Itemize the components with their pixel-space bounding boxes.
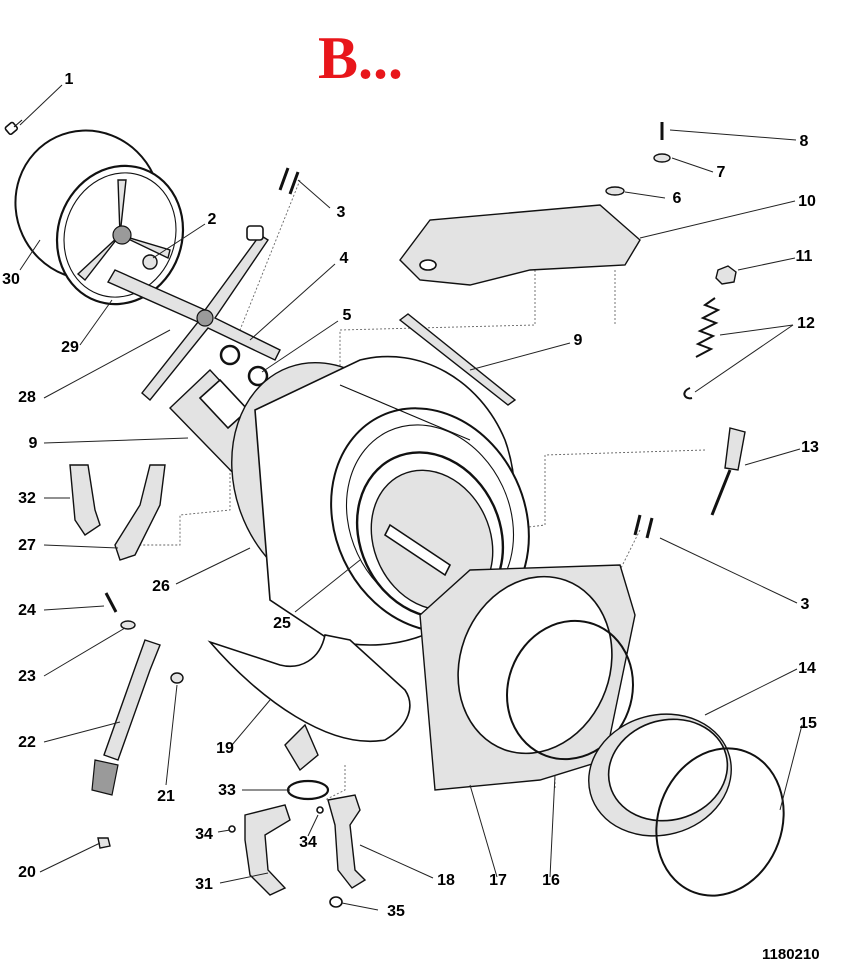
callout-31: 31 (195, 876, 213, 893)
part-15-clamp (655, 747, 785, 897)
part-11-nut (715, 265, 737, 285)
part-31-hose (244, 804, 291, 896)
part-27-hose (114, 464, 166, 561)
callout-14: 14 (798, 660, 816, 677)
callout-16: 16 (542, 872, 560, 889)
callout-20: 20 (18, 864, 36, 881)
callout-3-right: 3 (800, 596, 810, 613)
callout-23: 23 (18, 668, 36, 685)
callout-9-left: 9 (28, 435, 38, 452)
part-29-pulley (55, 164, 185, 306)
callout-25: 25 (273, 615, 291, 632)
part-3-screws-right (633, 514, 654, 539)
part-19-shield (207, 634, 411, 772)
callout-3-top: 3 (336, 204, 346, 221)
part-10-counterweight (399, 204, 641, 286)
callout-29: 29 (61, 339, 79, 356)
callout-8: 8 (799, 133, 809, 150)
part-3-screws-top (278, 167, 300, 195)
callout-12: 12 (797, 315, 815, 332)
callout-26: 26 (152, 578, 170, 595)
part-33-clamp (286, 779, 330, 801)
callout-19: 19 (216, 740, 234, 757)
callout-9-right: 9 (573, 332, 583, 349)
part-2-bush (142, 254, 158, 270)
part-35-ring (329, 896, 343, 908)
callout-6: 6 (672, 190, 682, 207)
callout-5: 5 (342, 307, 352, 324)
drawing-number: 1180210 (762, 946, 820, 963)
callout-35: 35 (387, 903, 405, 920)
part-16-seal-ring (506, 619, 634, 761)
part-1-screw (4, 119, 23, 136)
part-14-bellows (588, 713, 732, 837)
part-9-gasket (398, 313, 517, 406)
callout-34-left: 34 (195, 826, 213, 843)
part-12-spring (683, 297, 721, 400)
part-34-clip-right (316, 806, 324, 814)
part-7-washer (653, 153, 671, 163)
callout-10: 10 (798, 193, 816, 210)
callout-32: 32 (18, 490, 36, 507)
diagram-title: B... (318, 25, 404, 91)
leader-lines (19, 84, 803, 911)
part-23-washer (120, 620, 136, 630)
callout-18: 18 (437, 872, 455, 889)
part-13-damper (710, 427, 746, 516)
part-18-hose (327, 794, 367, 889)
callout-27: 27 (18, 537, 36, 554)
callout-2: 2 (207, 211, 217, 228)
callout-13: 13 (801, 439, 819, 456)
part-34-clip-left (228, 825, 236, 833)
part-24-screw (104, 592, 118, 613)
callout-30: 30 (2, 271, 20, 288)
part-21-bush (170, 672, 184, 684)
callout-1: 1 (64, 71, 74, 88)
part-32-hose (69, 464, 101, 536)
callout-11: 11 (795, 248, 813, 265)
callout-34-right: 34 (299, 834, 317, 851)
callout-7: 7 (716, 164, 726, 181)
part-4-bearing (219, 344, 241, 366)
part-28-spider (107, 225, 281, 402)
callout-15: 15 (799, 715, 817, 732)
callout-17: 17 (489, 872, 507, 889)
callout-28: 28 (18, 389, 36, 406)
callout-21: 21 (157, 788, 175, 805)
part-20-nut (97, 837, 111, 849)
callout-4: 4 (339, 250, 349, 267)
callout-33: 33 (218, 782, 236, 799)
part-6-washer (605, 186, 625, 196)
part-22-damper (91, 639, 161, 796)
callout-22: 22 (18, 734, 36, 751)
callout-24: 24 (18, 602, 36, 619)
